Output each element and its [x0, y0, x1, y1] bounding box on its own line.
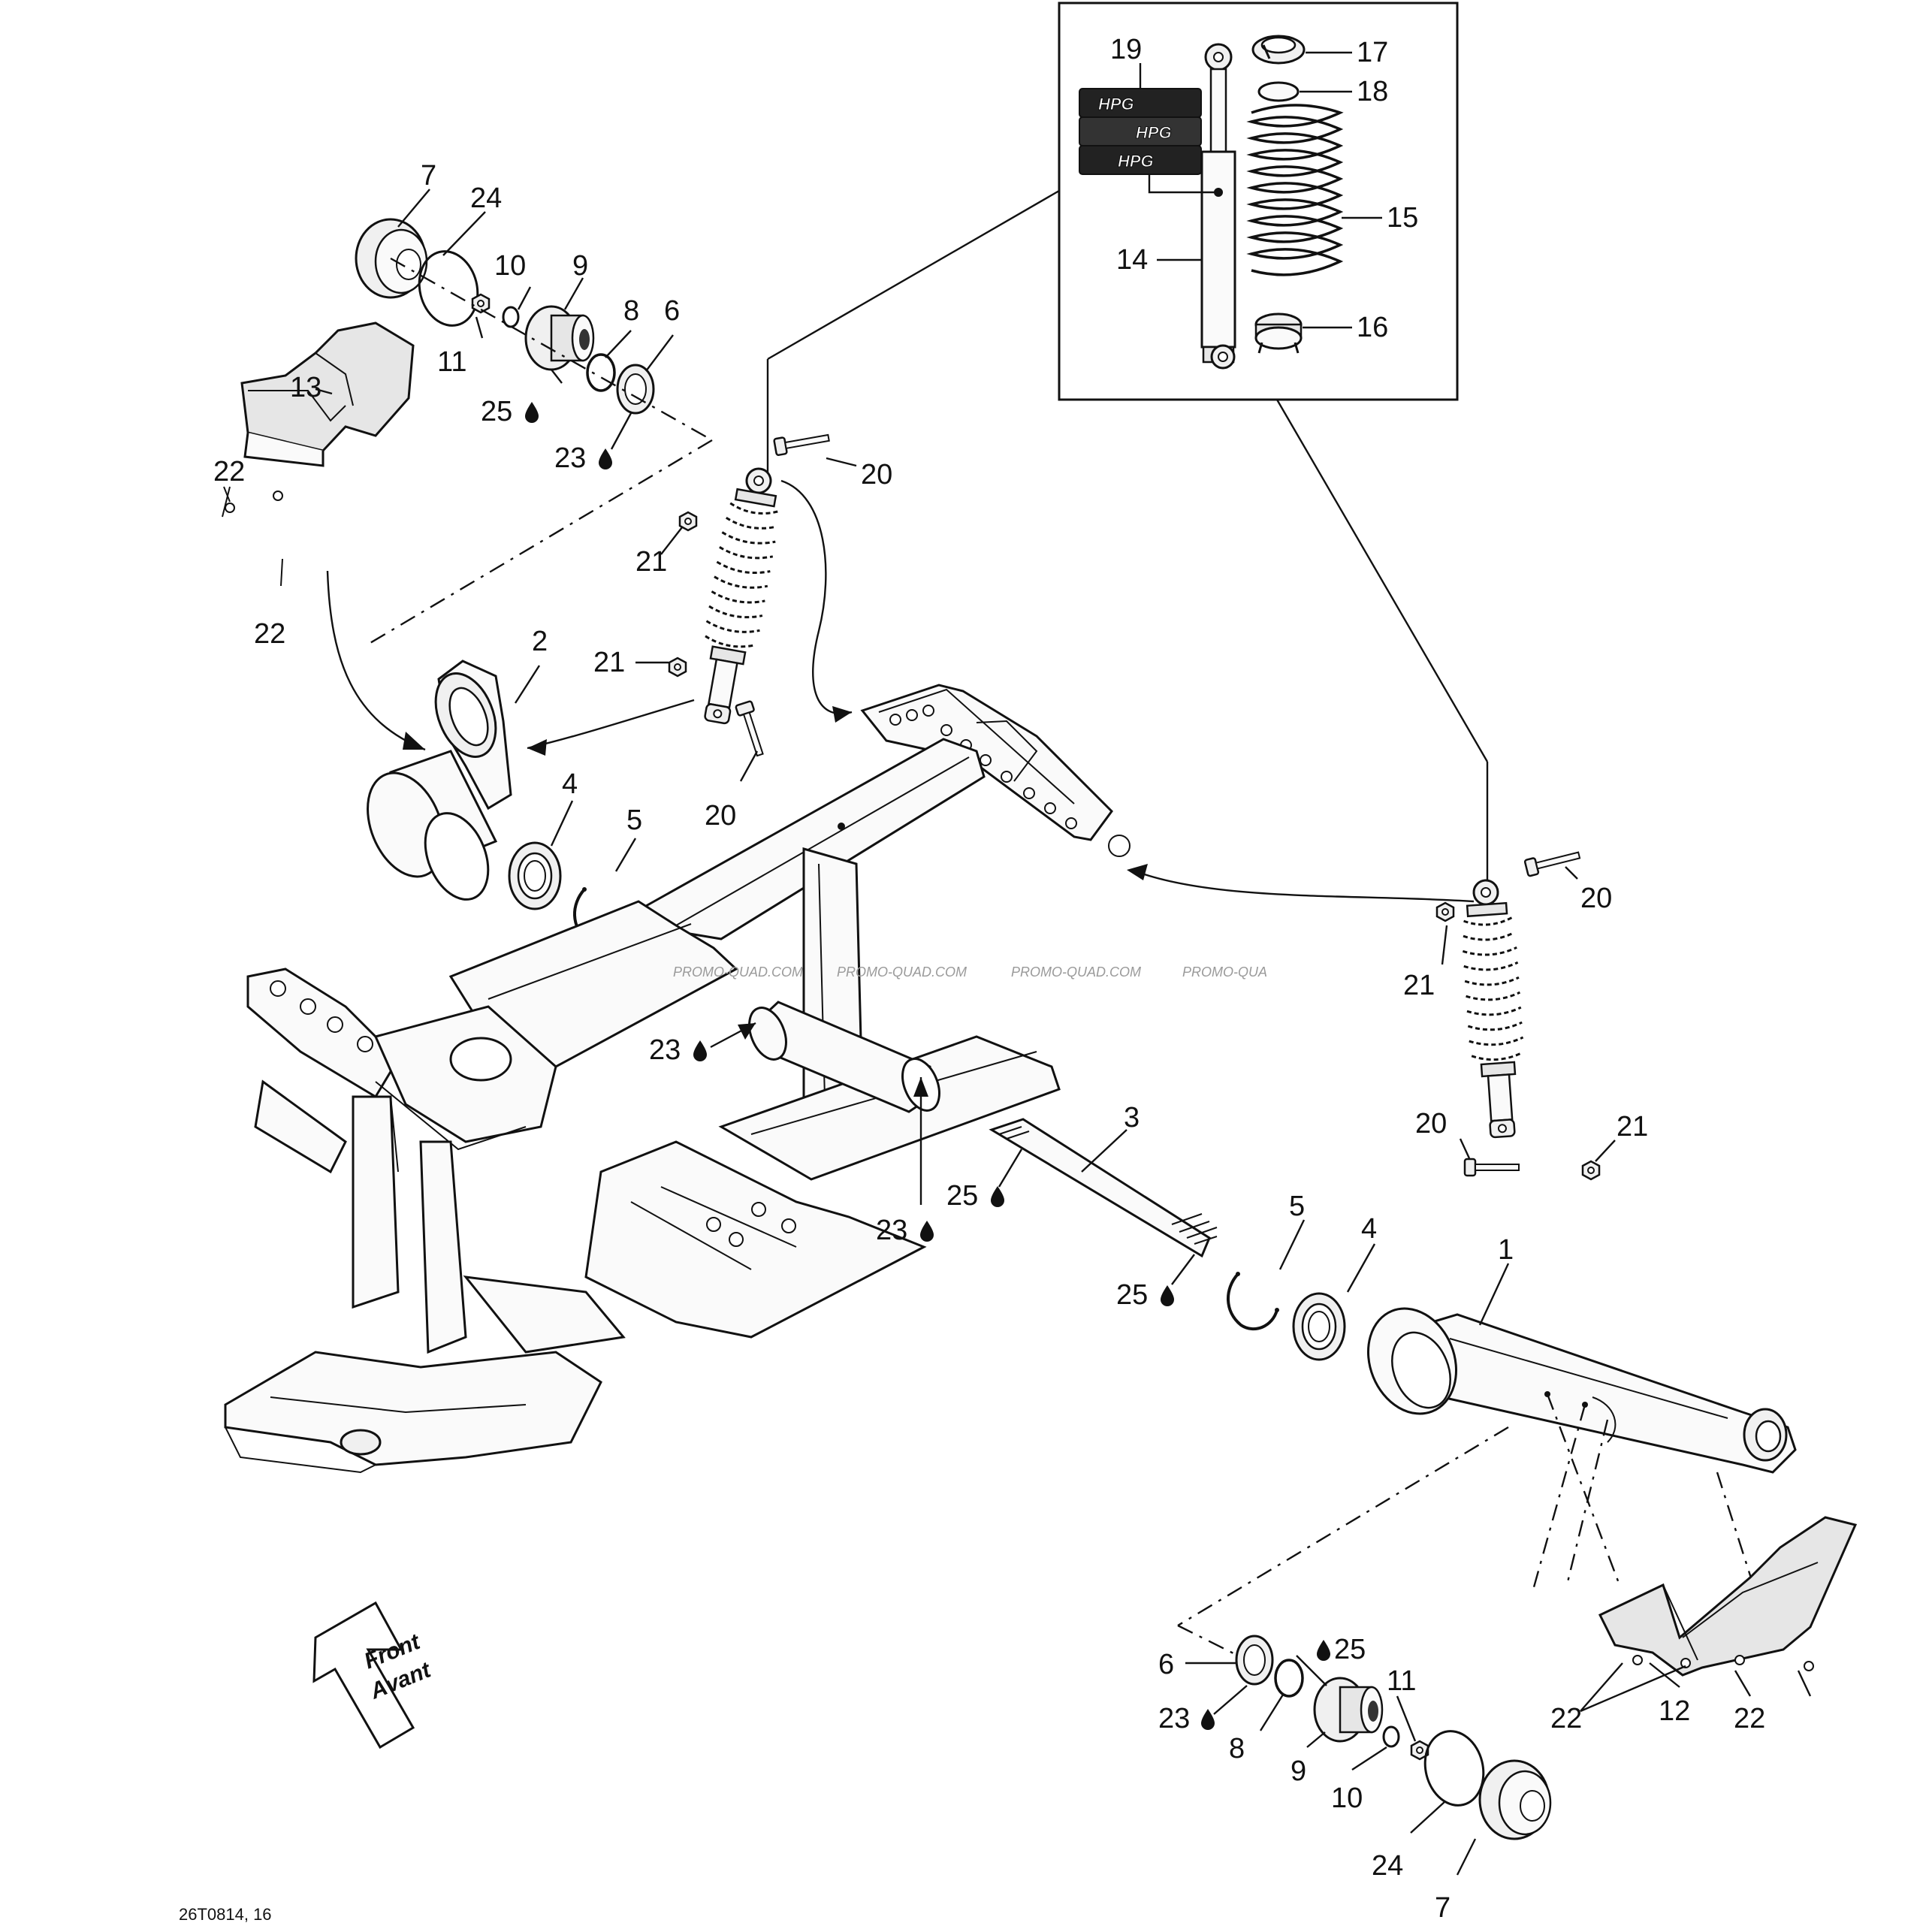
pivot-shaft [989, 1118, 1218, 1258]
callout-25-lower: 25 [1334, 1634, 1366, 1665]
callout-23-frame-left: 23 [649, 1034, 681, 1066]
callout-23-frame-right: 23 [876, 1215, 907, 1246]
decal-text-3: HPG [1118, 152, 1154, 171]
callout-10-upper: 10 [494, 250, 526, 282]
callout-20-left-bottom: 20 [705, 800, 736, 832]
callout-9-upper: 9 [572, 250, 588, 282]
left-shock-assembly [668, 428, 832, 759]
callout-24-upper: 24 [470, 183, 502, 214]
callout-16: 16 [1357, 312, 1388, 343]
lower-guard [1598, 1516, 1858, 1677]
callout-25-upper: 25 [481, 396, 512, 427]
callout-5-lower: 5 [1289, 1191, 1305, 1222]
callout-13: 13 [290, 372, 321, 403]
lower-hub-assembly [1235, 1635, 1552, 1840]
watermark-2: PROMO-QUAD.COM [837, 964, 967, 980]
callout-25-shaft-top: 25 [946, 1180, 978, 1212]
shock-absorber-body [1200, 43, 1236, 370]
watermark-4: PROMO-QUA [1182, 964, 1267, 980]
decal-text-2: HPG [1136, 123, 1172, 142]
callout-8-lower: 8 [1229, 1733, 1245, 1764]
right-shock-assembly [1435, 846, 1601, 1181]
callout-8-upper: 8 [623, 295, 639, 327]
callout-14: 14 [1116, 244, 1148, 276]
callout-20-right-top: 20 [1580, 883, 1612, 914]
callout-7-upper: 7 [421, 160, 436, 192]
callout-23-upper: 23 [554, 442, 586, 474]
watermark: PROMO-QUAD.COM PROMO-QUAD.COM PROMO-QUAD… [673, 964, 1267, 980]
callout-25-shaft-bottom: 25 [1116, 1279, 1148, 1311]
callout-11-lower: 11 [1387, 1665, 1416, 1697]
callout-6-lower: 6 [1158, 1649, 1174, 1680]
shock-detail-inset: HPG HPG HPG [1058, 2, 1459, 401]
upper-hub-assembly [355, 218, 713, 648]
callout-20-left-top: 20 [861, 459, 892, 491]
callout-5-upper: 5 [626, 804, 642, 836]
callout-17: 17 [1357, 37, 1388, 68]
spring-cup [1251, 35, 1306, 65]
decal-text-1: HPG [1098, 95, 1134, 113]
callout-9-lower: 9 [1291, 1755, 1306, 1787]
callout-19: 19 [1110, 34, 1142, 65]
callout-21-right-bottom: 21 [1617, 1111, 1648, 1143]
callout-12: 12 [1659, 1695, 1690, 1727]
callout-4-upper: 4 [562, 768, 578, 800]
spring-ring [1257, 81, 1300, 102]
coil-spring [1246, 104, 1344, 276]
swing-arm [1366, 1307, 1797, 1474]
callout-1: 1 [1498, 1234, 1514, 1266]
callout-22-upper-2: 22 [254, 618, 285, 650]
callout-22-lower-2: 22 [1734, 1703, 1765, 1734]
upper-guard [225, 321, 415, 513]
main-frame [224, 684, 1131, 1474]
callout-labels: 19 17 18 15 14 16 7 24 10 9 11 8 6 25 23… [213, 34, 1765, 1924]
callout-11-upper: 11 [437, 346, 466, 378]
callout-15: 15 [1387, 202, 1418, 234]
pivot-bracket [367, 660, 512, 901]
callout-23-lower: 23 [1158, 1703, 1190, 1734]
front-arrow-icon: Front Avant [312, 1601, 436, 1749]
callout-22-lower-1: 22 [1550, 1703, 1582, 1734]
callout-3: 3 [1124, 1102, 1140, 1134]
watermark-1: PROMO-QUAD.COM [673, 964, 803, 980]
callout-18: 18 [1357, 76, 1388, 107]
callout-4-lower: 4 [1361, 1213, 1377, 1245]
watermark-3: PROMO-QUAD.COM [1011, 964, 1141, 980]
callout-21-right-top: 21 [1403, 970, 1435, 1001]
callout-21-left-bottom: 21 [593, 647, 625, 678]
callout-2: 2 [532, 626, 548, 657]
hpg-decal: HPG HPG HPG [1079, 88, 1218, 194]
callout-21-left-top: 21 [635, 546, 667, 578]
callout-10-lower: 10 [1331, 1783, 1363, 1814]
callout-22-upper-1: 22 [213, 456, 245, 488]
spring-adjuster [1254, 312, 1303, 354]
callout-6-upper: 6 [664, 295, 680, 327]
callout-20-right-bottom: 20 [1415, 1108, 1447, 1140]
callout-24-lower: 24 [1372, 1850, 1403, 1882]
callout-7-lower: 7 [1435, 1892, 1451, 1924]
diagram-reference: 26T0814, 16 [179, 1905, 272, 1924]
